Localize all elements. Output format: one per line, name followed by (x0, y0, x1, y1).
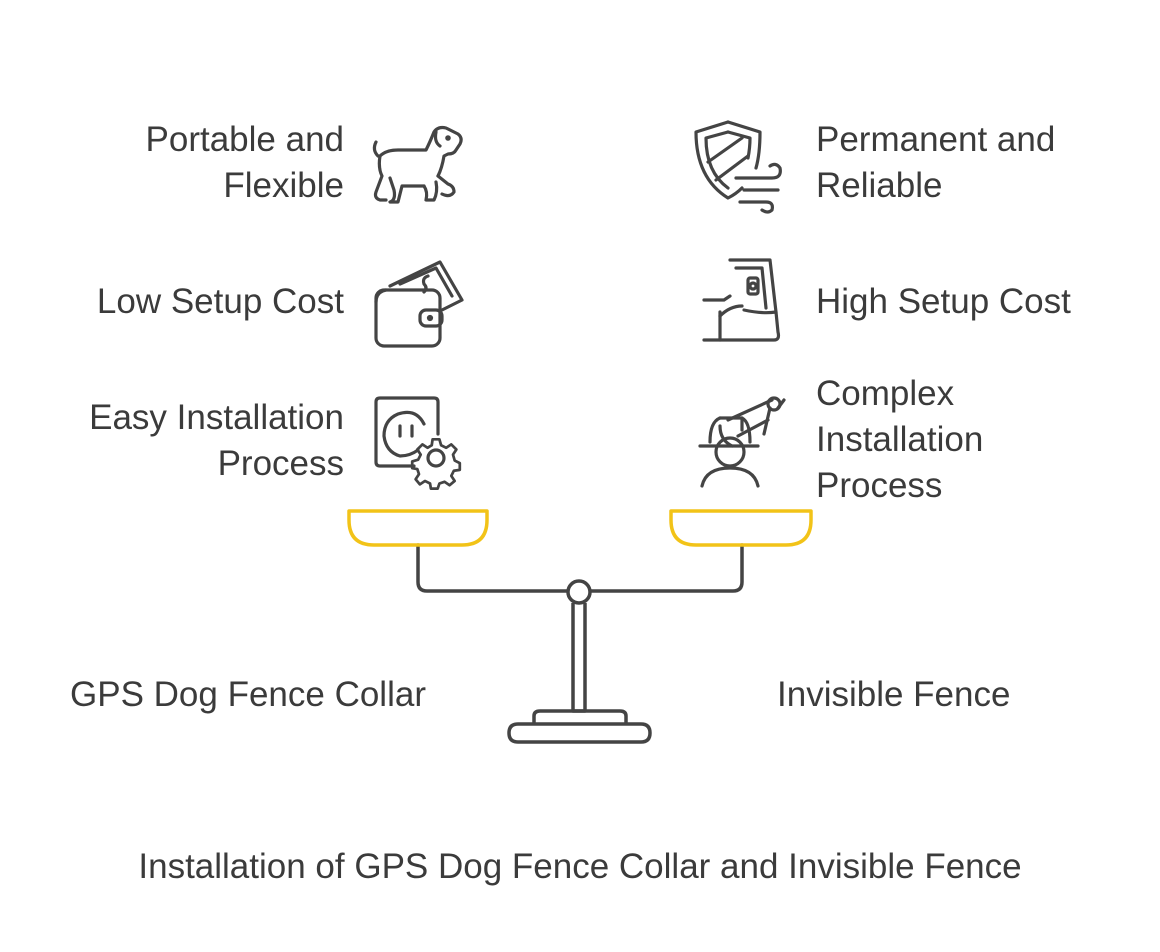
scale-beam (416, 543, 744, 593)
feature-label-low-cost: Low Setup Cost (96, 282, 344, 321)
worker-compass-icon (692, 390, 796, 490)
shield-wind-icon (690, 118, 790, 214)
feature-label-high-cost: High Setup Cost (816, 282, 1071, 321)
scale-pivot (566, 579, 592, 605)
left-pan (347, 509, 489, 547)
scale-pole (571, 603, 587, 713)
diagram-caption: Installation of GPS Dog Fence Collar and… (138, 847, 1022, 886)
product-name-invisible-fence: Invisible Fence (777, 675, 1011, 714)
dog-icon (368, 120, 468, 212)
feature-label-easy-install: Easy Installation Process (89, 398, 344, 483)
scale-base (532, 709, 628, 724)
plug-gear-icon (370, 394, 470, 490)
product-name-gps-collar: GPS Dog Fence Collar (70, 675, 426, 714)
feature-label-permanent: Permanent and Reliable (816, 120, 1056, 205)
wallet-icon (370, 256, 470, 352)
right-pan (669, 509, 813, 547)
feature-label-complex-install: Complex Installation Process (816, 374, 984, 505)
feature-label-portable: Portable and Flexible (145, 120, 344, 205)
hand-money-icon (700, 256, 790, 350)
